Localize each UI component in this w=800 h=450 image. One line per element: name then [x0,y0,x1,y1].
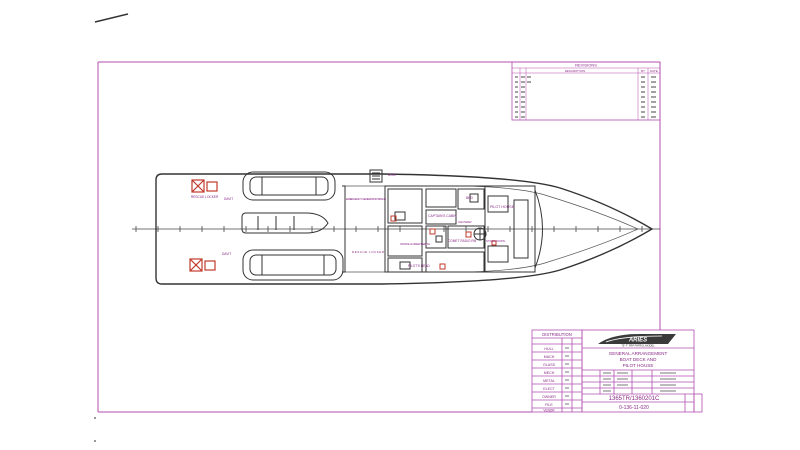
logo-text: ARIES [628,338,647,344]
company-logo: ARIES [598,334,676,344]
revisions-col-description: DESCRIPTION [565,69,586,73]
distribution-row: FILE [545,403,553,407]
label-pilot-house: PILOT HOUSE [490,205,515,209]
boat-upper [242,171,336,201]
distribution-row: OWNER [542,395,556,399]
distribution-row: HULL [544,347,553,351]
label-emergency-generator: EMERGENCY GENERATOR SPACE [346,197,386,201]
pen-mark [94,13,129,23]
revisions-col-date: DATE [650,69,658,73]
distribution-row: VENDR [543,409,555,413]
davit-upper [191,179,218,193]
title-line-1: GENERAL ARRANGEMENT [609,351,668,356]
label-captains-cabin: CAPTAIN'S CABIN [428,214,457,218]
station-line [132,226,660,232]
distribution-table [531,329,583,413]
boat-middle [241,212,329,234]
label-boat: BOAT [388,173,396,177]
distribution-title: DISTRIBUTION [542,332,572,337]
label-comet-radio: COMET RADIO RM [448,239,477,243]
distribution-row: GLASS [543,363,556,367]
label-office-crew-berth: OFFICE & CREW BERTH [400,242,430,246]
title-block-entries [603,372,676,392]
revisions-col-by: BY [641,69,645,73]
label-stair-down: STAIR DOWN [486,239,505,243]
vessel-model: 75'-7" FRP PATROL MODEL [621,344,655,348]
bow-inner-line [547,195,639,263]
distribution-row: MECH [544,371,555,375]
distribution-checks [565,347,569,405]
title-line-2: BOAT DECK AND [620,357,658,362]
distribution-rows: HULL MACH GLASS MECH METAL ELECT OWNER F… [542,347,556,413]
label-davit-lower: DAVIT [222,252,231,256]
title-line-3: PILOT HOUSE [623,363,654,368]
boat-lower [242,249,344,281]
hull-outline [155,173,654,285]
distribution-row: ELECT [543,387,555,391]
drawing-number: 1365TR/1360201C [609,396,660,402]
title-block [581,329,703,413]
sheet-number: 0-136-11-020 [619,405,649,411]
distribution-row: MACH [544,355,555,359]
label-rescue-locker-mid: RESCUE LOCKER [352,250,385,254]
superstructure [342,169,543,273]
sheet-border [97,61,661,413]
label-pilots-head: PILOT'S HEAD [408,264,430,268]
revisions-table: REVISIONS DESCRIPTION BY DATE [511,61,661,121]
label-rescue-locker-upper: RESCUE LOCKER [191,195,219,199]
fixture-markers [390,215,497,270]
davit-lower [189,258,216,272]
label-shower: SHOWER [458,220,472,224]
label-bed: BED [466,196,474,200]
distribution-row: METAL [543,379,555,383]
revisions-title: REVISIONS [575,63,597,68]
label-davit-upper: DAVIT [224,197,233,201]
